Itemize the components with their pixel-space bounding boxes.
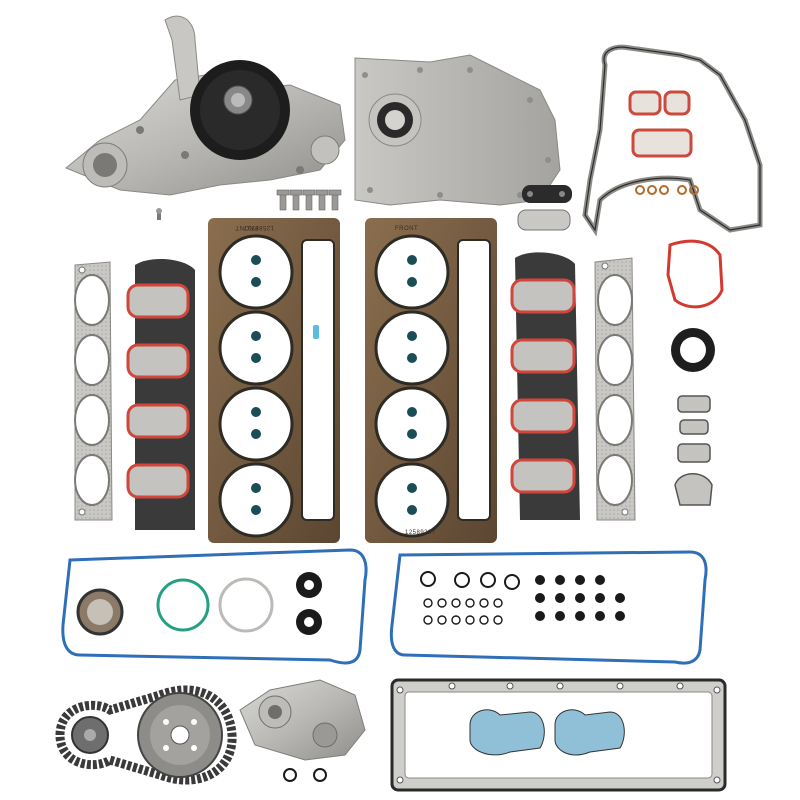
valve-cover-gasket-right xyxy=(389,550,708,665)
timing-cover xyxy=(354,54,561,206)
exhaust-manifold-gasket-right xyxy=(594,257,636,521)
head-gasket-right: FRONT 12589227 xyxy=(365,218,497,543)
misc-small-gaskets xyxy=(674,395,713,506)
intake-manifold-gasket-right xyxy=(510,252,580,520)
pump-bolt xyxy=(156,208,162,220)
oil-pump xyxy=(239,679,366,782)
oil-pan-seal-red xyxy=(666,239,724,309)
head-gasket-left-front-marking: FRONT xyxy=(235,224,258,230)
rear-cover-gasket xyxy=(582,44,763,237)
small-plates xyxy=(517,185,572,231)
crank-seal xyxy=(671,328,715,372)
valve-cover-gasket-left xyxy=(61,548,368,665)
intake-manifold-gasket-left xyxy=(126,258,195,530)
pump-bolts xyxy=(276,189,342,211)
head-gasket-right-part-marking: 12589227 xyxy=(405,530,436,536)
head-gasket-left-part-marking: 12589227 xyxy=(243,224,274,230)
timing-chain-set xyxy=(55,685,237,785)
exhaust-manifold-gasket-left xyxy=(74,261,113,521)
head-gasket-right-front-marking: FRONT xyxy=(395,226,418,232)
water-pump xyxy=(65,15,346,196)
head-gasket-left: FRONT 12589227 xyxy=(208,218,340,543)
valley-cover-gasket xyxy=(390,678,727,792)
